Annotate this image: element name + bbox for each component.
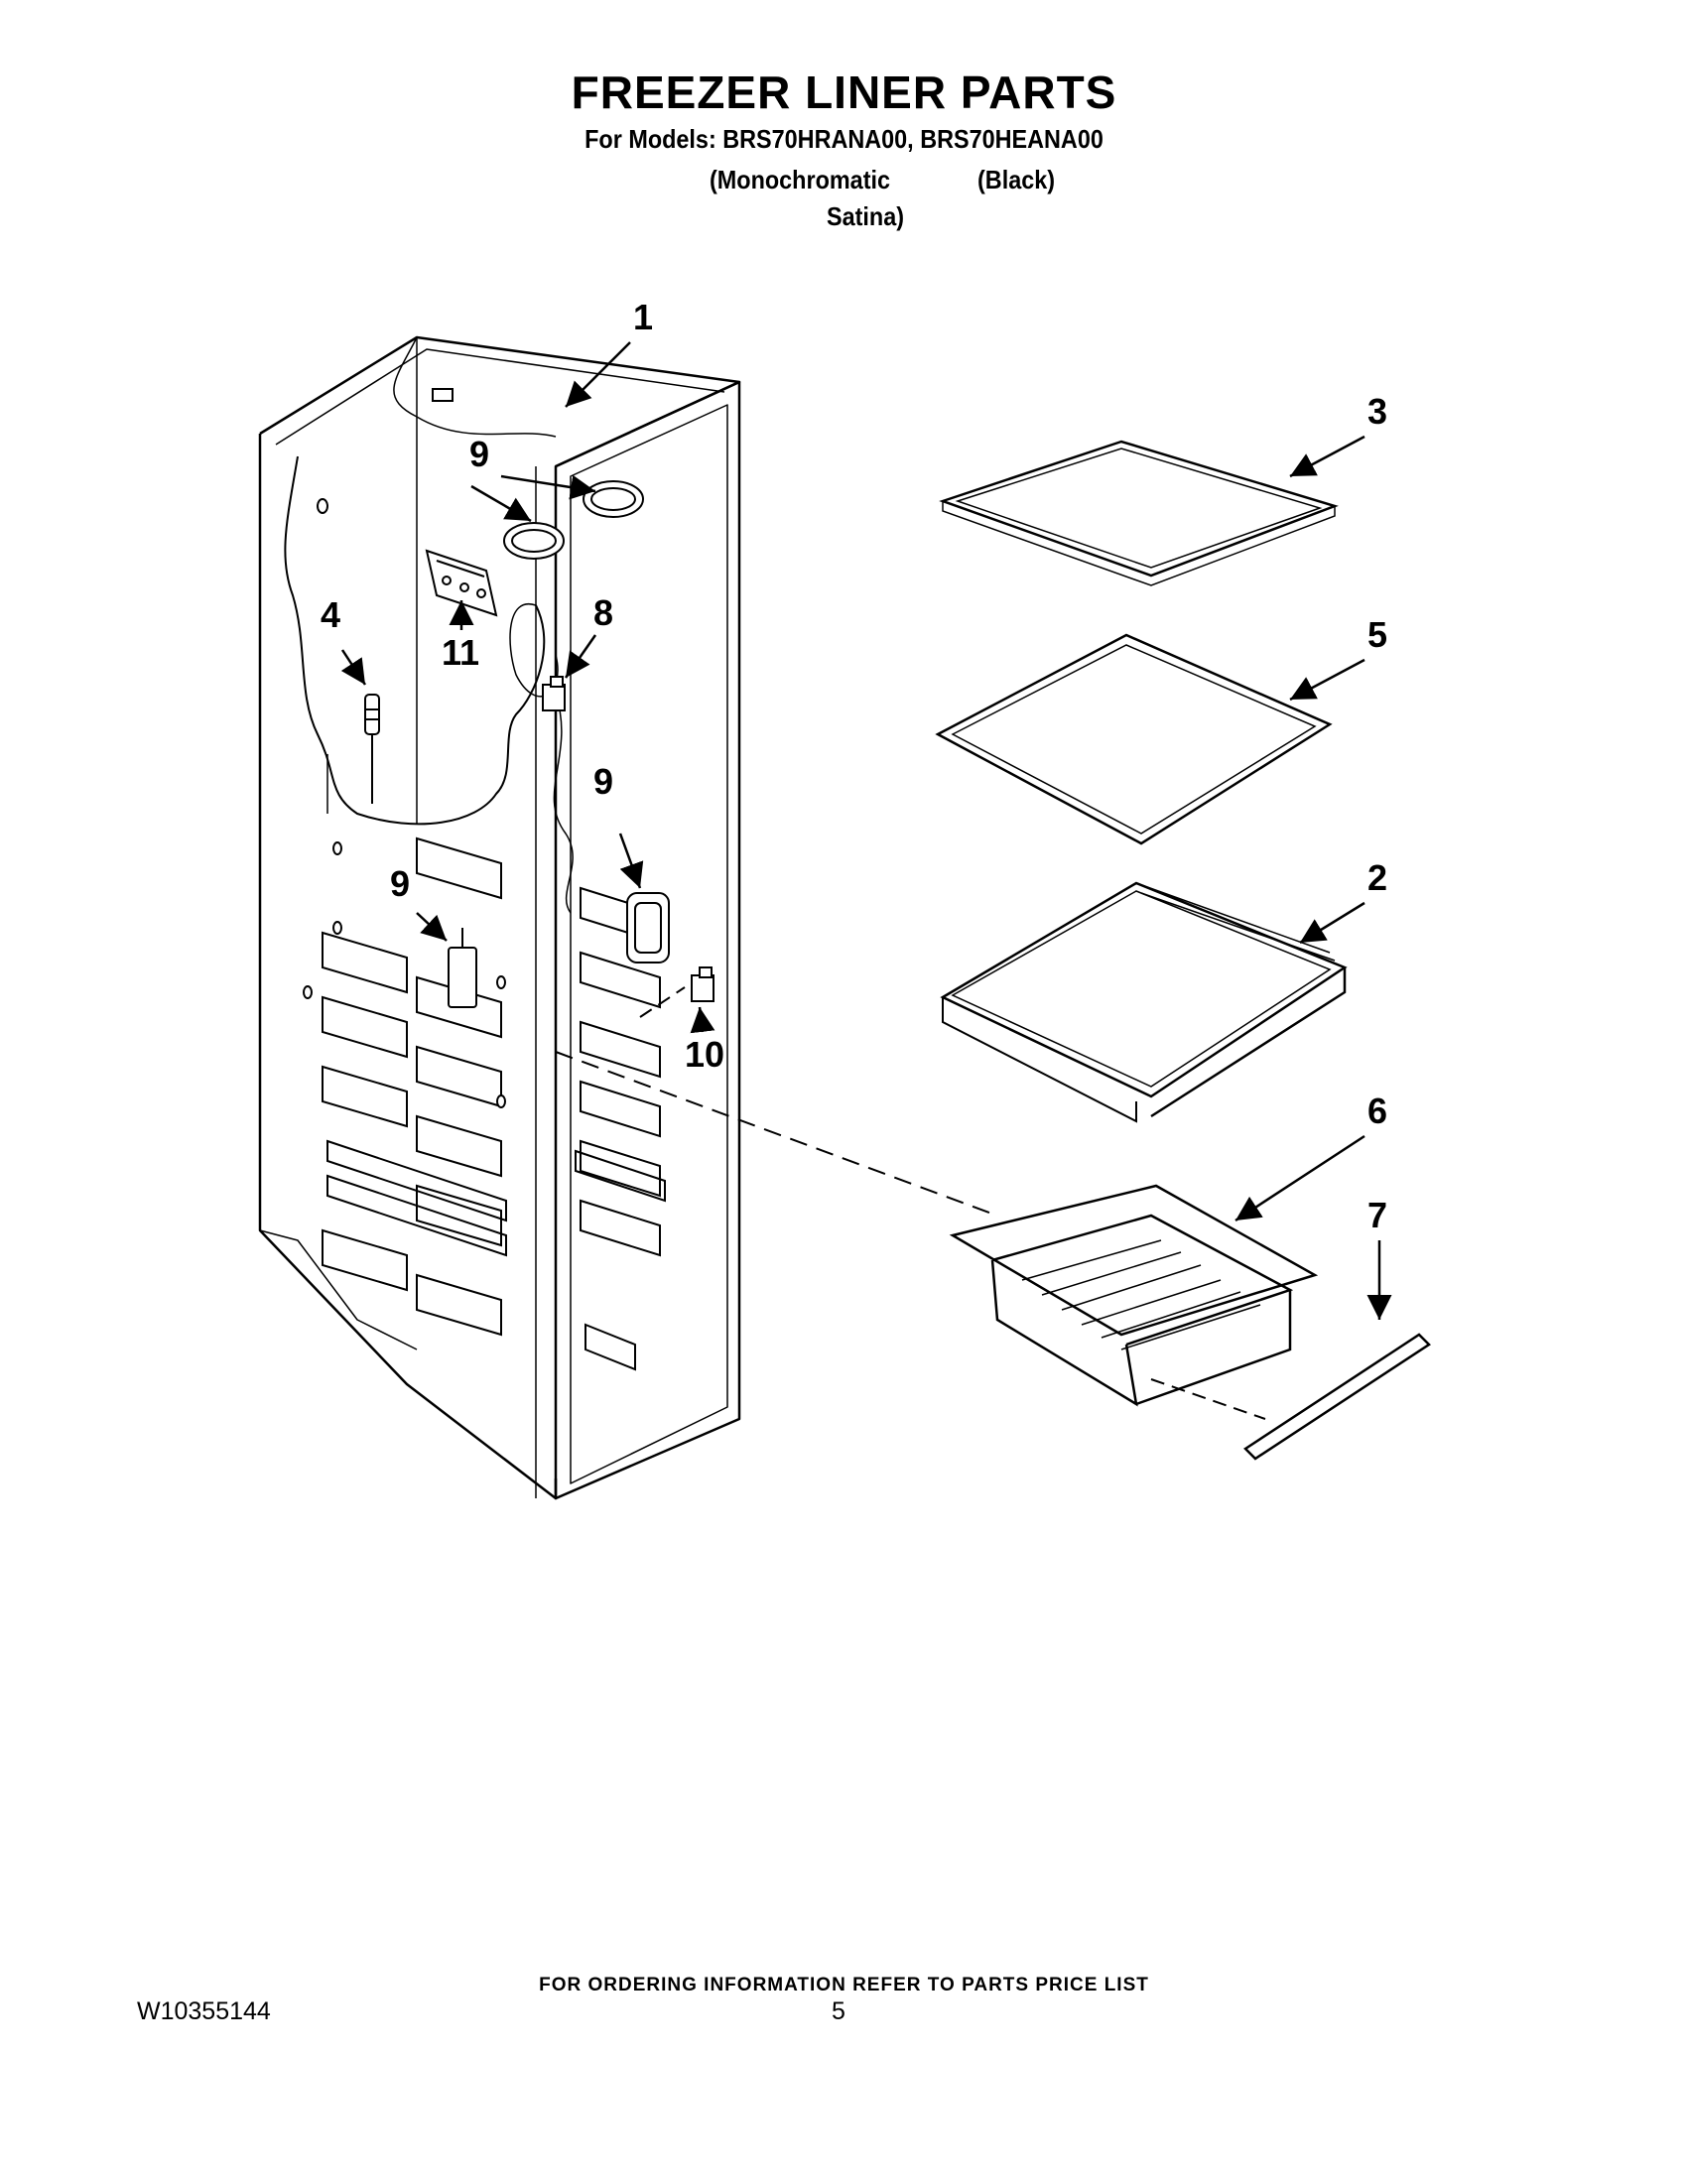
callout-8: 8 xyxy=(593,592,613,633)
harness-connector xyxy=(425,549,498,617)
models-line: For Models: BRS70HRANA00, BRS70HEANA00 xyxy=(584,124,1104,154)
liner-vent-slots xyxy=(322,836,666,1371)
callout-2: 2 xyxy=(1367,857,1387,898)
callout-9-right: 9 xyxy=(593,761,613,802)
assembly-dashed-line xyxy=(555,1051,998,1217)
shelf-glass-upper xyxy=(939,440,1339,586)
freezer-liner xyxy=(258,335,741,1500)
callout-10: 10 xyxy=(685,1034,724,1075)
callout-5: 5 xyxy=(1367,614,1387,655)
lamp-assemblies xyxy=(448,480,670,1008)
freezer-drawer xyxy=(949,1184,1319,1407)
shelf-glass-middle xyxy=(935,633,1333,845)
liner-holes xyxy=(303,388,506,1108)
page-number: 5 xyxy=(832,1997,845,2025)
leader-arrows xyxy=(340,341,1392,1320)
thermistor xyxy=(364,694,380,804)
callout-9-top: 9 xyxy=(469,434,489,474)
drawer-trim xyxy=(1243,1333,1431,1461)
assembly-dashed-line xyxy=(639,986,686,1018)
callout-3: 3 xyxy=(1367,391,1387,432)
callout-9-left: 9 xyxy=(390,863,410,904)
ordering-note: FOR ORDERING INFORMATION REFER TO PARTS … xyxy=(539,1975,1149,1995)
callout-7: 7 xyxy=(1367,1195,1387,1235)
callout-6: 6 xyxy=(1367,1091,1387,1131)
document-number: W10355144 xyxy=(137,1997,271,2025)
variant-monochromatic: (Monochromatic xyxy=(710,165,891,194)
page-title: FREEZER LINER PARTS xyxy=(571,66,1117,118)
assembly-dashed-line xyxy=(1150,1378,1266,1420)
shelf-framed xyxy=(940,881,1348,1123)
callout-11: 11 xyxy=(442,632,479,673)
callout-1: 1 xyxy=(633,297,653,337)
variant-black: (Black) xyxy=(977,165,1056,194)
callout-4: 4 xyxy=(321,594,340,635)
switches xyxy=(542,676,714,1002)
variant-satina: Satina) xyxy=(827,201,905,231)
